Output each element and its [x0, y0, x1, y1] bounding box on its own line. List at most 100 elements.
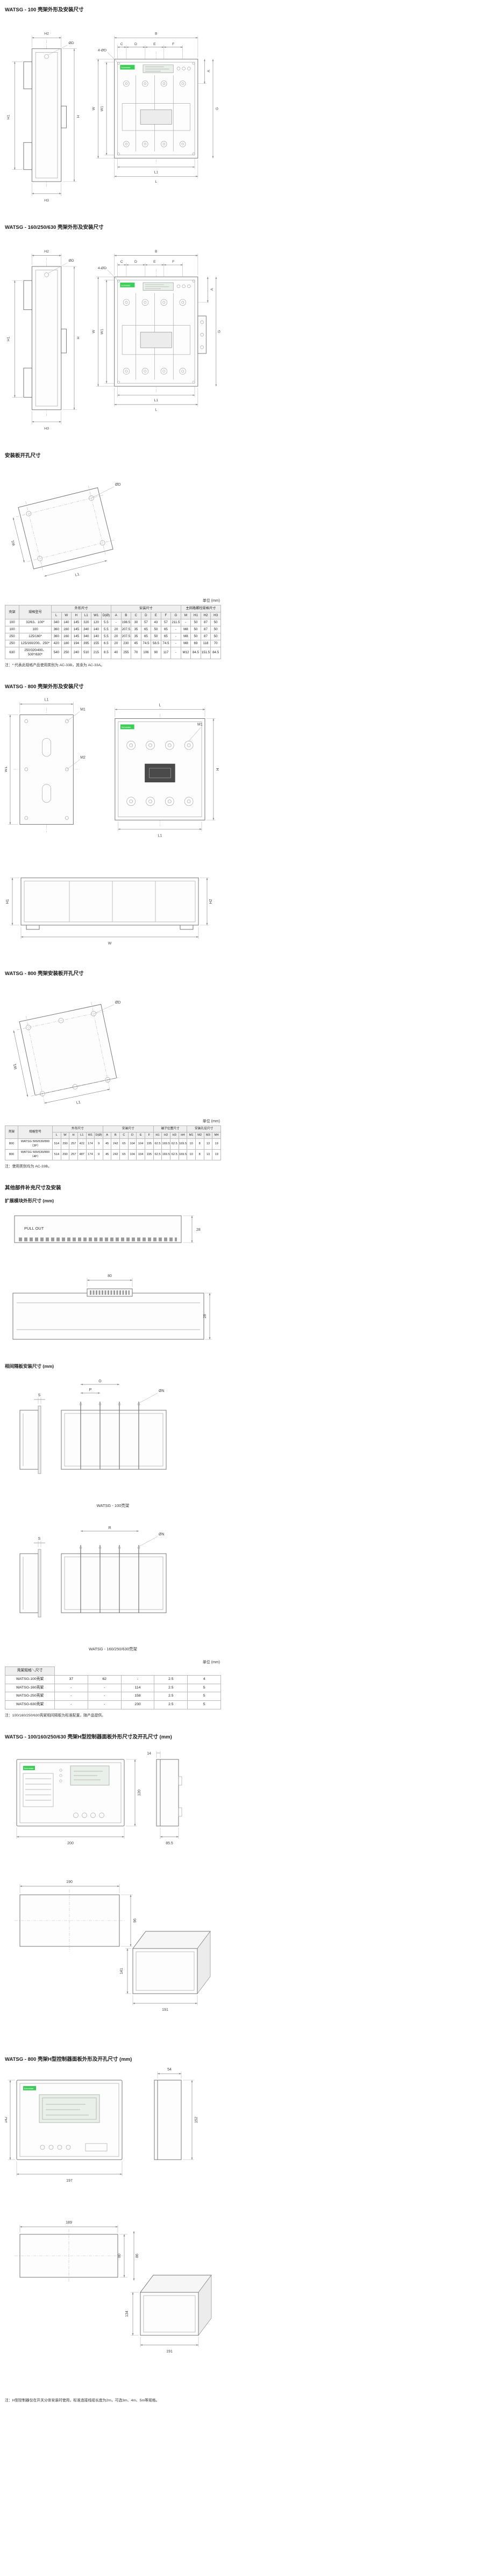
dim-label: H2: [44, 32, 49, 35]
dim-label: H: [77, 336, 81, 339]
table-cell: 90: [151, 647, 161, 659]
table-cell: 487: [77, 1149, 87, 1160]
table-cell: 340: [51, 619, 62, 627]
dim-label: 4-ØD: [97, 49, 106, 53]
section-title: WATSG - 800 壳架安装板开孔尺寸: [5, 970, 84, 977]
column-header: H2: [161, 1131, 170, 1139]
column-group-header: 安装孔径尺寸: [187, 1125, 221, 1132]
expansion-module-front-drawing: PULL OUT 28: [14, 1215, 201, 1243]
table-cell: 100: [5, 626, 19, 634]
dim-label: 190: [66, 1880, 73, 1884]
section-title: WATSG - 100 壳架外形及安装尺寸: [5, 7, 84, 13]
dim-label: H3: [44, 199, 49, 203]
table-cell: 65: [119, 1149, 129, 1160]
table-cell: 62.5: [169, 1138, 179, 1150]
table-cell: M8: [180, 640, 191, 648]
table-cell: 6.5: [101, 640, 112, 648]
table-cell: 198.5: [120, 619, 132, 627]
schneider-logo-text: Schneider: [122, 725, 132, 728]
table-cell: 65: [119, 1138, 129, 1150]
table-cell: 8: [195, 1138, 204, 1150]
table-cell: 140: [91, 626, 102, 634]
table-cell: WATSG-630壳架: [5, 1700, 55, 1710]
drawing-row: L1 W1 M1 M2 Schneider: [5, 694, 221, 845]
table-cell: 195: [145, 1138, 154, 1150]
dim-label: G: [217, 330, 221, 333]
table-cell: 40: [111, 647, 122, 659]
drawing-row: H2 H H1 H3 ØD Sc: [5, 17, 221, 208]
dim-label: 191: [166, 2350, 173, 2354]
dim-label: ØD: [115, 483, 121, 487]
table-cell: 9: [94, 1138, 103, 1150]
table-cell: 360: [51, 633, 62, 641]
table-cell: 104: [127, 1138, 137, 1150]
watsg-800-front-view-drawing: Schneider L: [115, 703, 220, 838]
table-header-row: 壳架规格＼尺寸: [5, 1666, 221, 1676]
lcd-display: [143, 64, 174, 73]
column-group-header: 外形尺寸: [51, 604, 112, 613]
table-cell: 70: [131, 647, 141, 659]
section-title: WATSG - 800 壳架H型控制器面板外形及开孔尺寸 (mm): [5, 2057, 132, 2063]
table-cell: 340: [81, 626, 92, 634]
schneider-logo: Schneider: [23, 1766, 35, 1771]
table-cell: WATSG 500/630/800（4P）: [18, 1149, 53, 1160]
column-header: H1: [190, 612, 201, 620]
dim-label: D: [134, 260, 137, 264]
section-h-controller-800: WATSG - 800 壳架H型控制器面板外形及开孔尺寸 (mm) Schnei…: [5, 2055, 221, 2402]
dim-label: 85.5: [166, 1842, 173, 1845]
table-cell: 35: [131, 633, 141, 641]
table-cell: 8: [195, 1149, 204, 1160]
table-cell: 43: [151, 619, 161, 627]
column-header: W: [61, 612, 72, 620]
table-cell: 215: [91, 647, 102, 659]
table-cell: 174: [86, 1138, 95, 1150]
table-cell: 145: [71, 626, 82, 634]
dim-label: P: [89, 1388, 92, 1392]
expansion-module-top-drawing: 80 28: [12, 1274, 212, 1340]
dim-label: 189: [66, 2221, 72, 2225]
table-cell: 250: [5, 633, 19, 641]
table-cell: 151.5: [200, 647, 211, 659]
table-cell: 50: [210, 633, 221, 641]
dim-label: 28: [196, 1228, 201, 1232]
lcd-display: [143, 282, 174, 291]
dim-label: S: [38, 1537, 41, 1541]
table-cell: 2.5: [154, 1692, 188, 1701]
pull-out-label: PULL OUT: [24, 1226, 44, 1231]
dim-label: H2: [209, 899, 213, 904]
dim-label: L1: [45, 698, 49, 702]
table-group-header-row: 壳架 规格型号 外形尺寸 安装尺寸 主回路螺栓规格尺寸: [5, 604, 222, 620]
dim-label: L1: [75, 573, 80, 578]
schneider-logo-text: Schneider: [121, 66, 131, 69]
column-header: A: [111, 612, 122, 620]
table-cell: 5.5: [101, 619, 112, 627]
table-cell: 50: [151, 633, 161, 641]
table-cell: 250: [5, 640, 19, 648]
dim-label: 120: [138, 1790, 141, 1796]
dim-label: C: [120, 260, 123, 264]
table-cell: WATSG-100壳架: [5, 1675, 55, 1684]
table-cell: 125/160*: [19, 633, 52, 641]
table-cell: 117: [160, 647, 172, 659]
watsg-800-mounting-plate-drawing: L1 W1 M1 M2: [5, 698, 86, 832]
table-cell: 160: [61, 626, 72, 634]
watsg-160-front-view-drawing: Schneider: [91, 250, 221, 412]
table-cell: 100: [19, 626, 52, 634]
table-cell: -: [120, 1675, 155, 1684]
subsection-title: 相间隔板安装尺寸 (mm): [5, 1363, 54, 1369]
table-note: 注：使用类别均为 AC-33B。: [5, 1164, 52, 1168]
table-cell: 250/320/400、500*/630*: [19, 647, 52, 659]
table-cell: 104: [136, 1149, 146, 1160]
dim-label: L: [155, 180, 157, 184]
table-cell: 87: [200, 633, 211, 641]
table-cell: 630: [5, 647, 19, 659]
column-header: M1: [187, 1131, 196, 1139]
table-cell: 169.5: [161, 1138, 170, 1150]
dim-label: 96: [133, 1918, 137, 1923]
